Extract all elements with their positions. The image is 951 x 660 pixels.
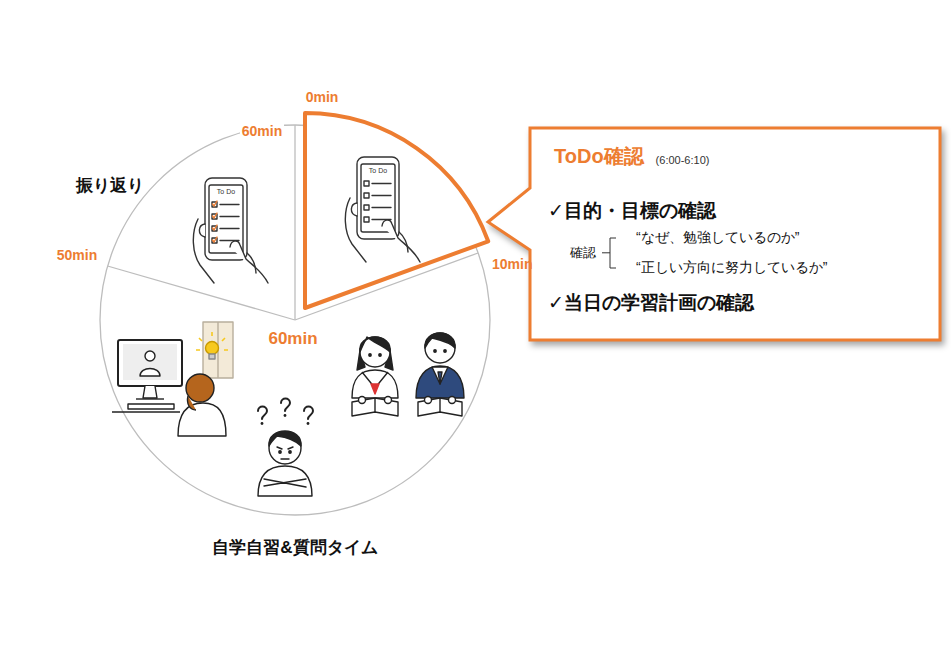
time-marker: 60min [240, 123, 284, 139]
question-quote: “正しい方向に努力しているか” [636, 259, 827, 276]
time-marker: 0min [306, 89, 339, 105]
phone-screen-text: To Do [217, 188, 235, 196]
time-range: (6:00-6:10) [656, 154, 710, 167]
pie-segment: 自学自習&質問タイム [208, 536, 381, 560]
callout-border [488, 128, 940, 340]
confirm-label: 確認 [570, 245, 596, 261]
segment-title: 振り返り [76, 176, 144, 196]
callout-box: ToDo確認 (6:00-6:10) ✓目的・目標の確認確認 “なぜ、勉強しているのか… [486, 126, 942, 342]
check-item: ✓目的・目標の確認 [548, 200, 716, 223]
time-marker: 50min [57, 247, 97, 263]
check-item: ✓当日の学習計画の確認 [548, 292, 754, 315]
phone-screen-text: To Do [369, 167, 387, 175]
pie-segment: 振り返り [72, 174, 148, 198]
callout-title: ToDo確認 [554, 144, 644, 168]
time-marker: 10min [492, 256, 532, 272]
segment-title: 自学自習&質問タイム [212, 538, 377, 558]
question-quote: “なぜ、勉強しているのか” [636, 229, 799, 246]
time-marker: 60min [268, 329, 317, 349]
bracket [602, 238, 616, 268]
